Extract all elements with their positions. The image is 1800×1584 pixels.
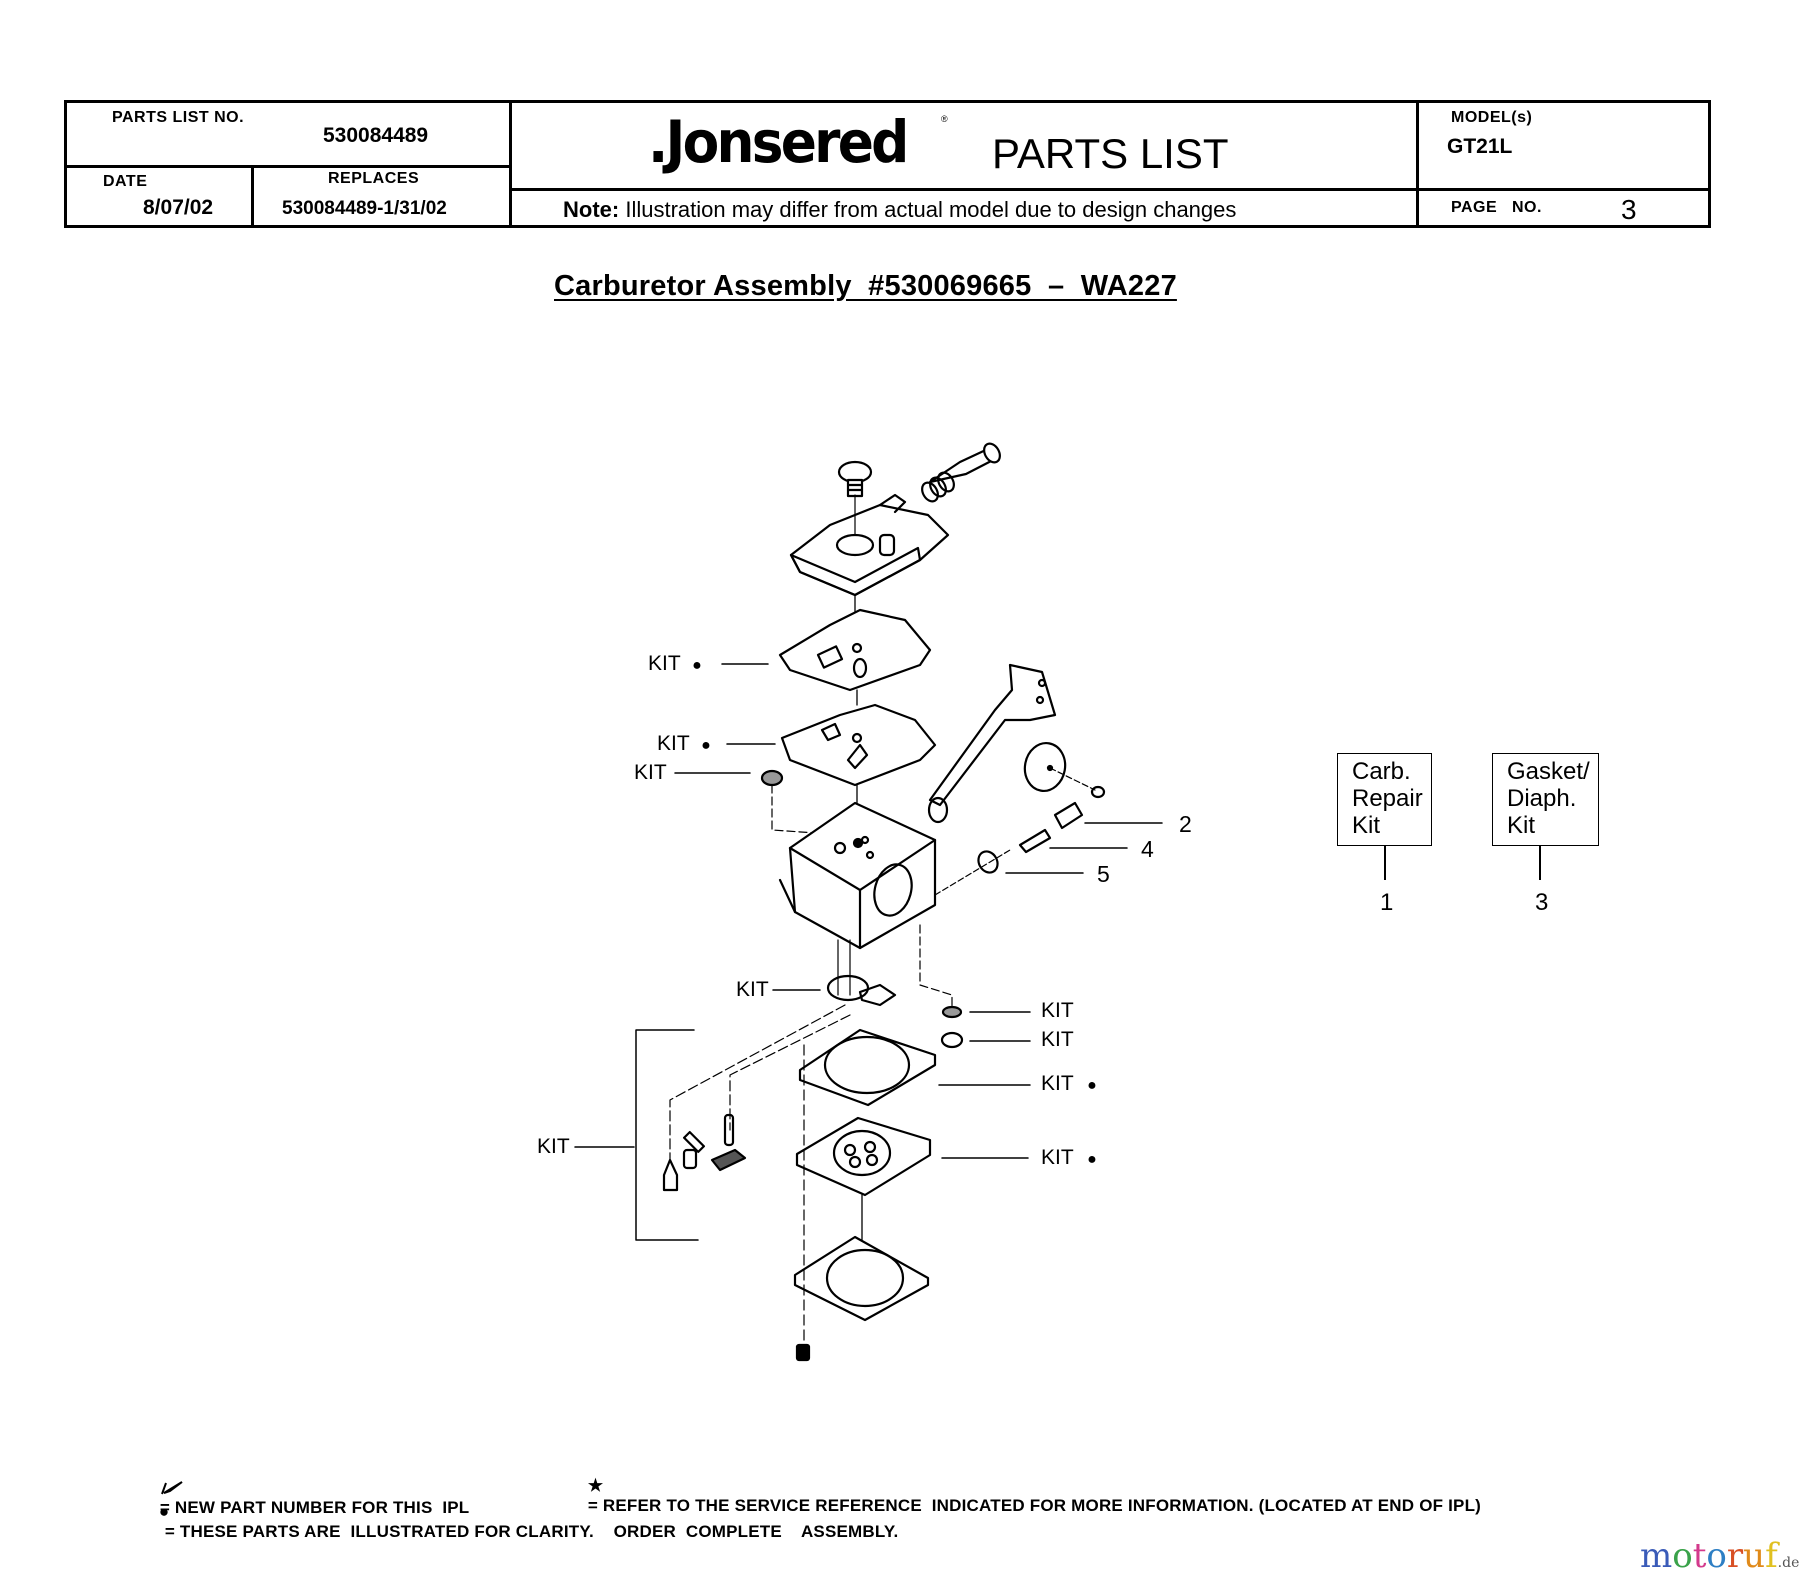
carburetor-body-icon	[778, 801, 937, 950]
replaces-value: 530084489-1/31/02	[282, 198, 447, 219]
kit-1-ref: 1	[1380, 889, 1394, 916]
choke-shaft-icon	[928, 663, 1106, 807]
callout-kit-inlet-screen: KIT	[634, 761, 667, 784]
header-date-split	[251, 165, 254, 228]
page-no-label: PAGE NO.	[1451, 199, 1542, 216]
kit-1-leader	[1384, 846, 1386, 880]
pump-diaphragm-icon	[780, 703, 937, 787]
date-value: 8/07/02	[143, 196, 214, 219]
parts-list-no-label: PARTS LIST NO.	[112, 109, 245, 126]
kit-box-gasket-diaph: Gasket/ Diaph. Kit	[1492, 753, 1599, 846]
legend-dot: ● = THESE PARTS ARE ILLUSTRATED FOR CLAR…	[158, 1502, 899, 1541]
illustration-note: Note: Illustration may differ from actua…	[563, 197, 1236, 223]
kit-3-leader	[1539, 846, 1541, 880]
header-frame	[64, 100, 1711, 228]
header-divider-left	[509, 100, 512, 228]
section-title: Carburetor Assembly #530069665 – WA227	[554, 270, 1177, 302]
callout-kit-check-valve: KIT	[1041, 1028, 1074, 1051]
replaces-label: REPLACES	[328, 170, 420, 187]
pump-gasket-icon	[778, 608, 932, 692]
metering-lever-icon	[826, 939, 897, 1007]
star-icon: ★	[587, 1476, 604, 1495]
callout-kit-metering-gasket: KIT ●	[1041, 1072, 1097, 1095]
cover-screw-bottom-icon	[795, 1343, 811, 1362]
kit-box-carb-repair: Carb. Repair Kit	[1337, 753, 1432, 846]
check-valve-icon	[940, 1031, 964, 1049]
callout-kit-pump-diaphragm: KIT ●	[657, 732, 711, 755]
inlet-needle-icon	[662, 1113, 747, 1192]
header-row-split-left	[64, 165, 512, 168]
callout-kit-pump-gasket: KIT ●	[648, 652, 702, 675]
callout-kit-filter-screen: KIT	[1041, 999, 1074, 1022]
legend-new-part: = NEW PART NUMBER FOR THIS IPL	[150, 1458, 469, 1518]
page-no-value: 3	[1621, 194, 1637, 225]
jonsered-logo: .Jonsered	[648, 108, 909, 176]
callout-kit-metering-diaphragm: KIT ●	[1041, 1146, 1097, 1169]
motoruf-watermark: motoruf.de	[1640, 1536, 1800, 1576]
callout-ref-5: 5	[1097, 861, 1110, 887]
adjusting-screw-icon	[921, 442, 1001, 503]
cover-screw-icon	[837, 460, 873, 498]
note-label: Note:	[563, 197, 620, 222]
metering-cover-icon	[793, 1235, 930, 1322]
legend-star: ★ = REFER TO THE SERVICE REFERENCE INDIC…	[587, 1476, 1482, 1515]
header-row-split-main	[509, 188, 1711, 191]
callout-ref-2: 2	[1179, 811, 1192, 837]
callout-kit-metering-lever: KIT	[736, 978, 769, 1001]
doc-title: PARTS LIST	[992, 130, 1229, 177]
bullet-dot-icon: ●	[158, 1502, 170, 1521]
choke-spring-icon	[927, 796, 949, 824]
pump-cover-icon	[789, 493, 950, 597]
registered-mark: ®	[941, 114, 948, 124]
callout-ref-4: 4	[1141, 836, 1154, 862]
kit-3-ref: 3	[1535, 889, 1549, 916]
parts-list-no: 530084489	[323, 124, 429, 147]
header-divider-right	[1416, 100, 1419, 228]
needle-assembly-icon	[934, 801, 1084, 896]
date-label: DATE	[103, 173, 148, 190]
callout-kit-needle-group: KIT	[537, 1135, 570, 1158]
model-value: GT21L	[1447, 135, 1513, 158]
inlet-screen-icon	[760, 769, 784, 787]
note-text: Illustration may differ from actual mode…	[625, 197, 1237, 222]
check-mark-icon	[160, 1481, 183, 1495]
metering-diaphragm-icon	[795, 1116, 932, 1197]
models-label: MODEL(s)	[1451, 109, 1533, 126]
metering-gasket-icon	[798, 1028, 937, 1107]
filter-screen-icon	[941, 1005, 963, 1019]
